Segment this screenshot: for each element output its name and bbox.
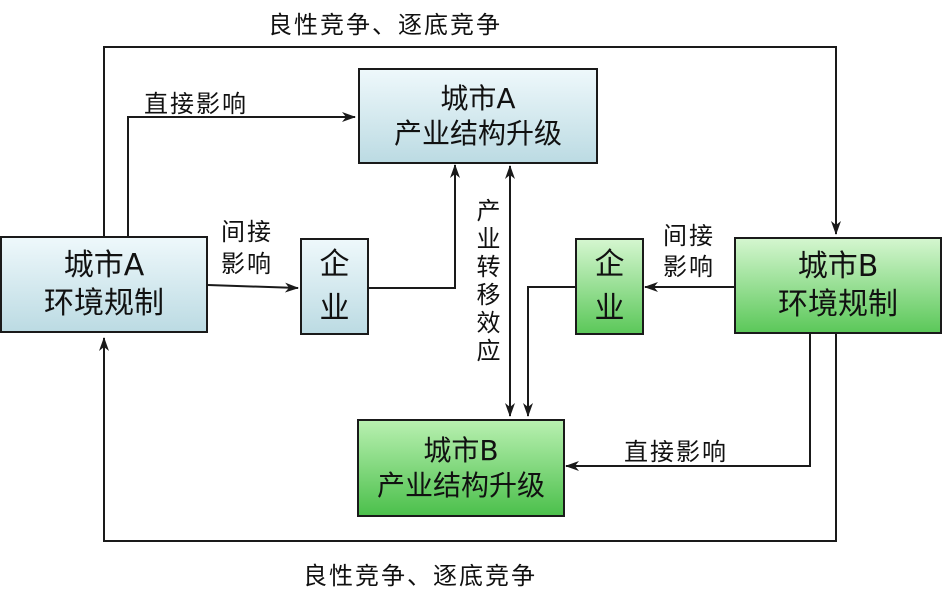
city-a-ind-line2: 产业结构升级	[393, 117, 562, 150]
city-a-industry-upgrade-box: 城市A 产业结构升级	[358, 68, 598, 164]
direct-effect-a-label: 直接影响	[144, 90, 248, 118]
firm-a-line2: 业	[319, 290, 350, 326]
city-a-ind-line1: 城市A	[440, 82, 516, 115]
city-a-env-line1: 城市A	[63, 248, 145, 283]
top-competition-label: 良性竞争、逐底竞争	[268, 11, 502, 39]
arrow-firm-b-to-industry	[523, 286, 575, 417]
city-b-ind-line1: 城市B	[423, 434, 499, 467]
bottom-competition-label: 良性竞争、逐底竞争	[303, 562, 537, 590]
firm-b-box: 企 业	[575, 238, 644, 335]
arrow-competition-top	[103, 46, 841, 236]
indirect-effect-b-line2: 影响	[663, 253, 715, 281]
city-b-industry-upgrade-box: 城市B 产业结构升级	[357, 419, 565, 517]
city-b-env-line1: 城市B	[797, 249, 879, 284]
indirect-effect-b-line1: 间接	[663, 222, 715, 250]
arrow-direct-a	[127, 112, 356, 236]
firm-b-line1: 企	[594, 247, 625, 282]
city-b-env-line2: 环境规制	[778, 286, 898, 322]
city-b-ind-line2: 产业结构升级	[376, 469, 545, 502]
arrow-direct-b	[565, 334, 811, 471]
city-a-env-line2: 环境规制	[44, 285, 164, 321]
indirect-effect-a-line2: 影响	[221, 250, 273, 278]
firm-a-line1: 企	[319, 247, 350, 282]
firm-b-line2: 业	[594, 290, 625, 326]
arrow-firm-a-to-industry	[369, 164, 460, 289]
firm-a-box: 企 业	[300, 238, 369, 335]
direct-effect-b-label: 直接影响	[624, 438, 728, 466]
city-a-env-regulation-box: 城市A 环境规制	[0, 236, 208, 333]
industrial-transfer-effect-label: 产业转移效应	[472, 198, 500, 366]
indirect-effect-a-line1: 间接	[221, 218, 273, 246]
arrow-indirect-a	[207, 282, 299, 293]
city-b-env-regulation-box: 城市B 环境规制	[734, 237, 942, 334]
arrow-competition-bottom	[99, 334, 837, 542]
